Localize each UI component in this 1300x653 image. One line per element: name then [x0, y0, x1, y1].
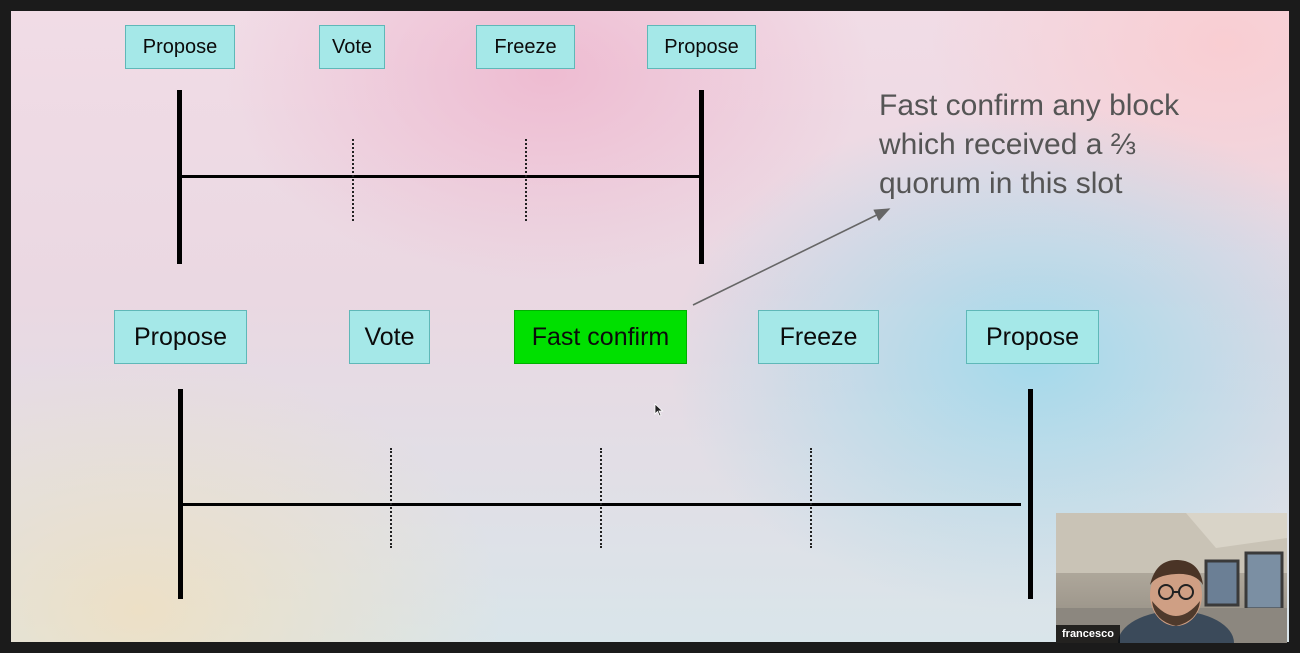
top-timeline-axis [179, 175, 701, 178]
participant-name-tag: francesco [1056, 625, 1120, 643]
bottom-freeze-label: Freeze [758, 310, 879, 364]
bottom-freeze-dotted-marker [810, 448, 812, 548]
top-slot-end-tick [699, 90, 704, 264]
top-freeze-label: Freeze [476, 25, 575, 69]
top-propose-end-label: Propose [647, 25, 756, 69]
presentation-slide: Propose Vote Freeze Propose Fast confirm… [11, 11, 1289, 642]
bottom-fast-confirm-label: Fast confirm [514, 310, 687, 364]
bottom-fast-confirm-dotted-marker [600, 448, 602, 548]
mouse-pointer-icon [654, 403, 664, 417]
participant-video-tile[interactable]: francesco [1056, 513, 1287, 643]
bottom-vote-label: Vote [349, 310, 430, 364]
bottom-slot-end-tick [1028, 389, 1033, 599]
bottom-propose-end-label: Propose [966, 310, 1099, 364]
top-vote-label: Vote [319, 25, 385, 69]
top-propose-start-label: Propose [125, 25, 235, 69]
bottom-propose-start-label: Propose [114, 310, 247, 364]
top-vote-dotted-marker [352, 139, 354, 221]
top-freeze-dotted-marker [525, 139, 527, 221]
participant-video-feed [1056, 513, 1287, 643]
annotation-arrow [692, 208, 891, 306]
bottom-vote-dotted-marker [390, 448, 392, 548]
bottom-slot-start-tick [178, 389, 183, 599]
fast-confirm-annotation: Fast confirm any block which received a … [879, 89, 1180, 200]
